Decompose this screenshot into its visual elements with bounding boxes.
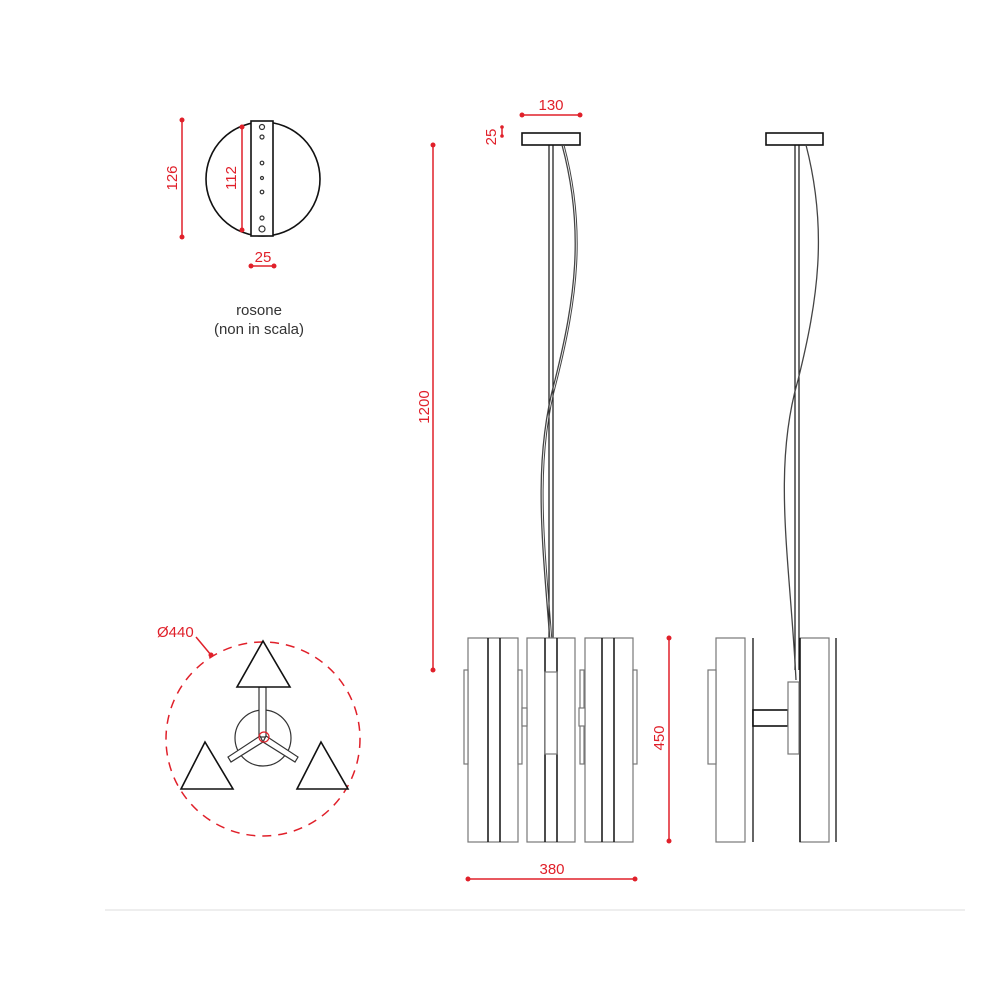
dim-380: 380: [465, 861, 638, 882]
dim-1200: 1200: [416, 142, 436, 673]
dim-label-25-canopy: 25: [483, 129, 500, 146]
dim-label-450: 450: [651, 725, 668, 750]
dim-25-plate: 25: [248, 249, 277, 269]
dim-112: 112: [223, 124, 245, 233]
dim-126: 126: [164, 117, 185, 240]
rosette-label: rosone: [236, 302, 282, 319]
dim-label-112: 112: [223, 166, 240, 190]
dim-label-25: 25: [255, 249, 272, 266]
rosette-note: (non in scala): [214, 321, 304, 338]
dim-130: 130: [519, 97, 583, 118]
front-view: 130 25 1200: [416, 97, 672, 882]
plan-view: Ø440: [157, 624, 361, 837]
dim-label-1200: 1200: [416, 390, 433, 423]
dim-label-440: Ø440: [157, 624, 194, 641]
dim-label-130: 130: [538, 97, 563, 114]
side-view: [707, 132, 837, 843]
rosette-detail: 126 112 25 rosone (non in scala): [164, 117, 321, 338]
dim-450: 450: [651, 635, 672, 844]
dim-25-canopy: 25: [483, 125, 504, 145]
lamp-body-front: [463, 637, 638, 843]
dim-label-126: 126: [164, 165, 181, 190]
dim-label-380: 380: [539, 861, 564, 878]
